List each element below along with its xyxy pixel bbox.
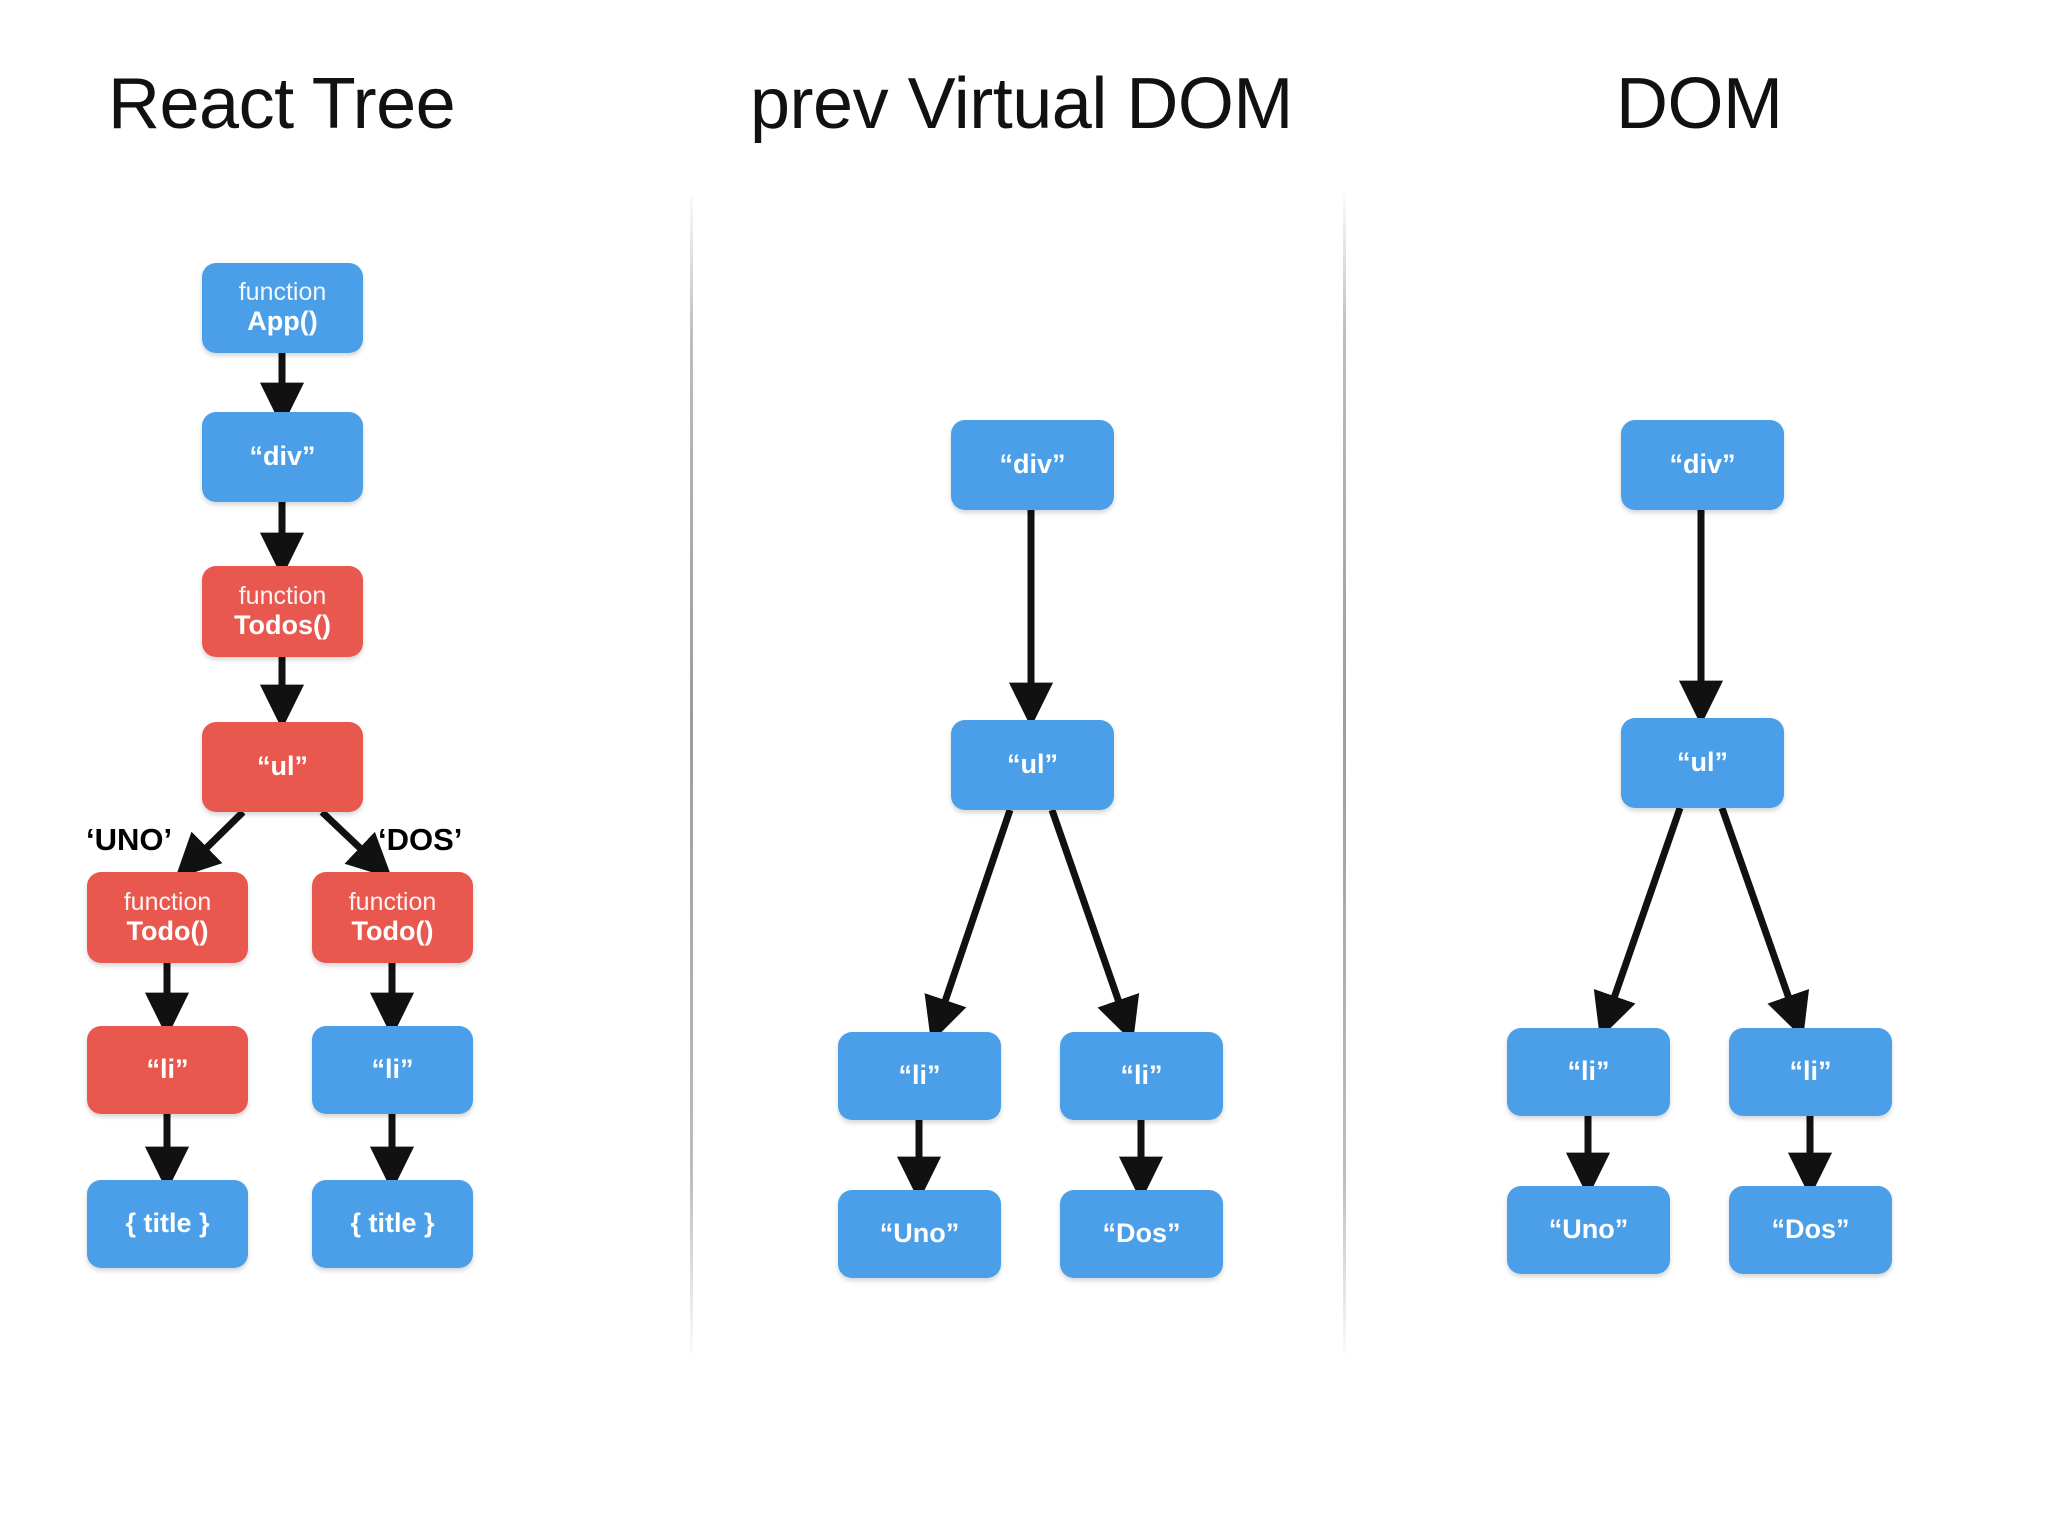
react-node-title-right[interactable]: { title } <box>312 1180 473 1268</box>
react-node-title-left-label: { title } <box>125 1208 210 1239</box>
dom-node-ul[interactable]: “ul” <box>1621 718 1784 808</box>
vdom-node-ul[interactable]: “ul” <box>951 720 1114 810</box>
column-divider-left <box>690 194 693 1354</box>
react-node-ul-label: “ul” <box>257 751 308 782</box>
react-node-li-right[interactable]: “li” <box>312 1026 473 1114</box>
dom-node-dos-label: “Dos” <box>1771 1214 1850 1245</box>
react-node-app-keyword: function <box>238 278 327 307</box>
vdom-node-uno[interactable]: “Uno” <box>838 1190 1001 1278</box>
react-node-li-left-label: “li” <box>146 1054 189 1085</box>
react-node-title-right-label: { title } <box>350 1208 435 1239</box>
vdom-node-uno-label: “Uno” <box>879 1218 960 1249</box>
dom-node-ul-label: “ul” <box>1677 747 1728 778</box>
react-node-app[interactable]: function App() <box>202 263 363 353</box>
dom-node-div-label: “div” <box>1669 449 1736 480</box>
column-divider-right <box>1343 194 1346 1354</box>
arrow-vdom-ul-to-li-left <box>924 808 1014 1043</box>
arrow-ul-to-todo-left <box>175 809 246 879</box>
arrow-ul-to-todo-right <box>319 809 393 879</box>
react-node-todo-left[interactable]: function Todo() <box>87 872 248 963</box>
branch-label-uno: ‘UNO’ <box>86 822 173 857</box>
column-title-dom: DOM <box>1616 64 1783 144</box>
column-title-prev-virtual-dom: prev Virtual DOM <box>750 64 1293 144</box>
vdom-node-div-label: “div” <box>999 449 1066 480</box>
arrow-vdom-ul-to-li-right <box>1048 808 1140 1043</box>
vdom-node-li-left-label: “li” <box>898 1060 941 1091</box>
react-node-li-right-label: “li” <box>371 1054 414 1085</box>
vdom-node-li-left[interactable]: “li” <box>838 1032 1001 1120</box>
vdom-node-dos-label: “Dos” <box>1102 1218 1181 1249</box>
dom-node-li-right[interactable]: “li” <box>1729 1028 1892 1116</box>
dom-node-dos[interactable]: “Dos” <box>1729 1186 1892 1274</box>
react-node-div[interactable]: “div” <box>202 412 363 502</box>
react-node-todo-left-name: Todo() <box>126 915 209 946</box>
branch-label-dos: ‘DOS’ <box>378 822 463 857</box>
vdom-node-ul-label: “ul” <box>1007 749 1058 780</box>
dom-node-div[interactable]: “div” <box>1621 420 1784 510</box>
react-node-todos-name: Todos() <box>234 609 331 640</box>
dom-node-li-left-label: “li” <box>1567 1056 1610 1087</box>
arrow-dom-ul-to-li-left <box>1593 806 1684 1039</box>
react-node-title-left[interactable]: { title } <box>87 1180 248 1268</box>
react-node-li-left[interactable]: “li” <box>87 1026 248 1114</box>
react-node-todo-left-keyword: function <box>123 887 212 916</box>
react-node-app-name: App() <box>247 306 318 337</box>
vdom-node-dos[interactable]: “Dos” <box>1060 1190 1223 1278</box>
react-node-div-label: “div” <box>249 441 316 472</box>
dom-node-li-left[interactable]: “li” <box>1507 1028 1670 1116</box>
dom-node-li-right-label: “li” <box>1789 1056 1832 1087</box>
react-node-todo-right-keyword: function <box>348 887 437 916</box>
column-title-react-tree: React Tree <box>108 64 456 144</box>
react-node-todo-right-name: Todo() <box>351 915 434 946</box>
react-node-todo-right[interactable]: function Todo() <box>312 872 473 963</box>
vdom-node-div[interactable]: “div” <box>951 420 1114 510</box>
dom-node-uno[interactable]: “Uno” <box>1507 1186 1670 1274</box>
arrow-dom-ul-to-li-right <box>1718 806 1810 1039</box>
react-node-todos[interactable]: function Todos() <box>202 566 363 657</box>
react-node-todos-keyword: function <box>238 581 327 610</box>
react-node-ul[interactable]: “ul” <box>202 722 363 812</box>
vdom-node-li-right-label: “li” <box>1120 1060 1163 1091</box>
vdom-node-li-right[interactable]: “li” <box>1060 1032 1223 1120</box>
dom-node-uno-label: “Uno” <box>1548 1214 1629 1245</box>
